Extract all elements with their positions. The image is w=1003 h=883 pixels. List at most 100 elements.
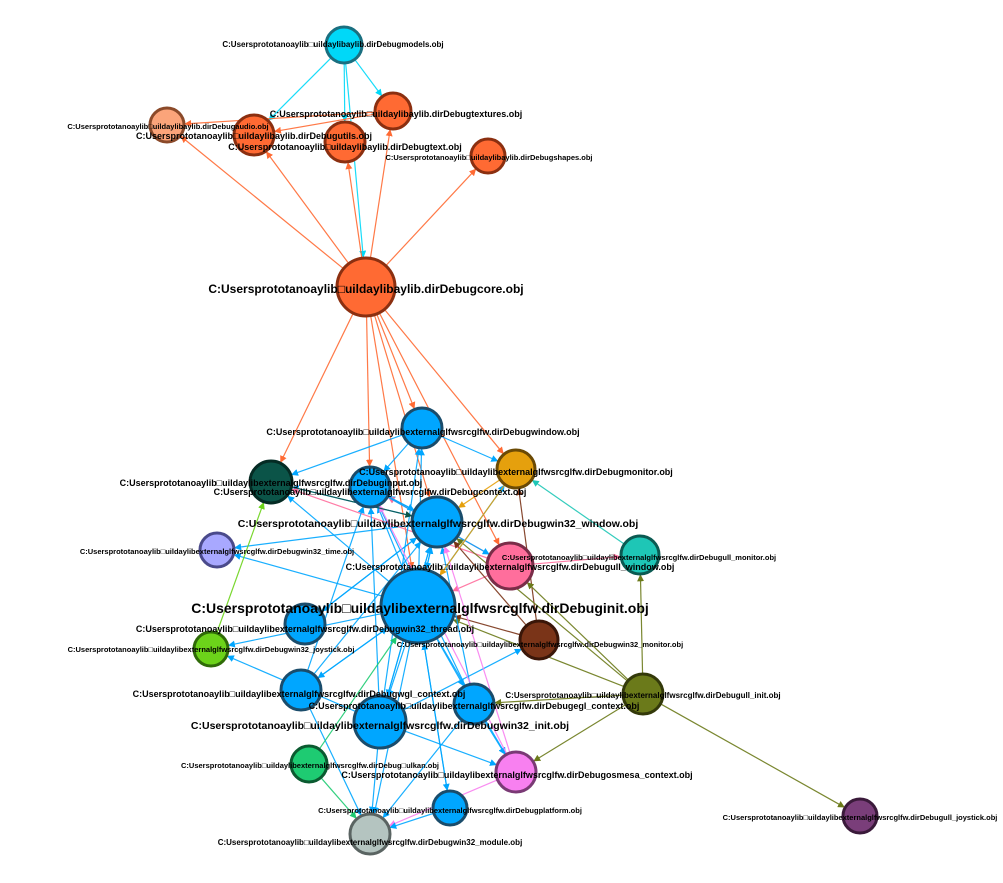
node-label-w32module: C:Usersprototanoaylib□uildaylibexternalg… (218, 838, 523, 847)
node-monitor[interactable] (495, 448, 537, 490)
node-utils[interactable] (232, 113, 276, 157)
node-models[interactable] (324, 25, 364, 65)
edge-eglcontext-to-osmesa (483, 720, 506, 755)
node-label-osmesa: C:Usersprototanoaylib□uildaylibexternalg… (341, 770, 692, 780)
edge-core-to-window (376, 313, 416, 410)
edge-wglcontext-to-w32window (313, 541, 422, 675)
node-label-eglcontext: C:Usersprototanoaylib□uildaylibexternalg… (309, 701, 640, 711)
edge-nullinit-to-nullwindow (526, 582, 630, 681)
node-label-models: C:Usersprototanoaylib□uildaylibaylib.dir… (222, 40, 443, 49)
node-w32time[interactable] (198, 531, 236, 569)
edge-textures-to-utils (274, 113, 376, 134)
edge-models-to-text (341, 62, 349, 122)
node-label-w32window: C:Usersprototanoaylib□uildaylibexternalg… (238, 518, 639, 530)
edge-nullinit-to-nullmonitor (637, 574, 645, 675)
edge-wglcontext-to-w32module (309, 707, 362, 816)
label-layer: C:Usersprototanoaylib□uildaylibaylib.dir… (67, 40, 997, 847)
edge-window-to-monitor (440, 435, 499, 462)
node-window[interactable] (400, 406, 444, 450)
node-label-w32time: C:Usersprototanoaylib□uildaylibexternalg… (80, 547, 354, 556)
node-init[interactable] (379, 567, 457, 645)
edge-layer (180, 57, 845, 829)
edge-platform-to-init (421, 642, 448, 792)
edge-init-to-w32time (233, 553, 383, 597)
node-nullwindow[interactable] (485, 541, 535, 591)
node-input[interactable] (248, 459, 294, 505)
edge-core-to-text (345, 162, 363, 259)
node-label-platform: C:Usersprototanoaylib□uildaylibexternalg… (318, 806, 582, 815)
node-text[interactable] (323, 120, 367, 164)
node-label-nullwindow: C:Usersprototanoaylib□uildaylibexternalg… (346, 562, 675, 572)
node-label-init: C:Usersprototanoaylib□uildaylibexternalg… (191, 600, 649, 616)
node-label-vulkan: C:Usersprototanoaylib□uildaylibexternalg… (181, 761, 439, 770)
node-textures[interactable] (373, 91, 413, 131)
edge-w32init-to-osmesa (404, 730, 497, 766)
node-w32thread[interactable] (283, 602, 327, 646)
node-w32module[interactable] (348, 812, 392, 856)
node-label-input: C:Usersprototanoaylib□uildaylibexternalg… (120, 478, 423, 488)
node-audio[interactable] (148, 106, 186, 144)
edge-nullinit-to-nulljoystick (660, 703, 845, 808)
node-eglcontext[interactable] (452, 682, 496, 726)
edge-monitor-to-init (439, 484, 506, 576)
node-label-nullmonitor: C:Usersprototanoaylib□uildaylibexternalg… (502, 553, 776, 562)
node-context[interactable] (348, 465, 392, 509)
node-platform[interactable] (431, 789, 469, 827)
edge-core-to-textures (369, 129, 393, 259)
node-label-textures: C:Usersprototanoaylib□uildaylibaylib.dir… (270, 109, 522, 119)
edge-nullinit-to-osmesa (533, 703, 627, 762)
edge-nullmonitor-to-monitor (531, 479, 625, 545)
node-nulljoystick[interactable] (841, 797, 879, 835)
edge-vulkan-to-w32module (320, 777, 357, 819)
node-w32window[interactable] (410, 495, 464, 549)
node-layer (148, 25, 879, 856)
edge-textures-to-audio (184, 111, 376, 127)
edge-w32window-to-w32time (234, 524, 413, 551)
edge-wglcontext-to-context (306, 506, 365, 672)
node-label-context: C:Usersprototanoaylib□uildaylibexternalg… (214, 487, 527, 497)
edge-init-to-w32init (387, 640, 408, 698)
node-nullinit[interactable] (621, 672, 665, 716)
edge-models-to-utils (268, 57, 332, 121)
node-label-utils: C:Usersprototanoaylib□uildaylibaylib.dir… (136, 131, 372, 141)
edge-eglcontext-to-w32module (382, 719, 462, 819)
edge-monitor-to-w32window (458, 479, 501, 509)
edge-vulkan-to-init (318, 636, 397, 750)
edge-osmesa-to-w32window (443, 546, 511, 754)
edge-init-to-input (287, 495, 391, 583)
node-label-w32init: C:Usersprototanoaylib□uildaylibexternalg… (191, 720, 569, 732)
edge-models-to-textures (354, 59, 383, 97)
edge-core-to-monitor (383, 308, 504, 455)
edge-eglcontext-to-w32window (440, 546, 471, 685)
edge-nullinit-to-eglcontext (494, 694, 624, 706)
node-core[interactable] (335, 256, 397, 318)
node-wglcontext[interactable] (279, 668, 323, 712)
node-label-w32joystick: C:Usersprototanoaylib□uildaylibexternalg… (68, 645, 355, 654)
node-w32joystick[interactable] (192, 630, 230, 668)
node-osmesa[interactable] (494, 750, 538, 794)
edge-init-to-eglcontext (435, 637, 465, 687)
node-label-text: C:Usersprototanoaylib□uildaylibaylib.dir… (228, 142, 461, 152)
node-shapes[interactable] (469, 137, 507, 175)
edge-wglcontext-to-init (316, 627, 388, 679)
edge-w32joystick-to-input (216, 502, 265, 634)
edge-input-to-w32window (291, 486, 413, 518)
edge-core-to-utils (265, 151, 350, 265)
node-label-wglcontext: C:Usersprototanoaylib□uildaylibexternalg… (133, 689, 466, 699)
node-label-shapes: C:Usersprototanoaylib□uildaylibaylib.dir… (385, 153, 592, 162)
node-vulkan[interactable] (289, 744, 329, 784)
edge-context-to-w32window (387, 495, 415, 511)
edge-core-to-audio (180, 135, 344, 270)
node-w32init[interactable] (352, 694, 408, 750)
node-nullmonitor[interactable] (619, 534, 661, 576)
edge-w32monitor-to-init (453, 614, 521, 636)
node-label-window: C:Usersprototanoaylib□uildaylibexternalg… (266, 427, 579, 437)
edge-w32monitor-to-w32window (453, 541, 528, 627)
node-label-w32thread: C:Usersprototanoaylib□uildaylibexternalg… (136, 624, 474, 634)
node-w32monitor[interactable] (518, 619, 560, 661)
node-label-monitor: C:Usersprototanoaylib□uildaylibexternalg… (359, 467, 673, 477)
node-label-audio: C:Usersprototanoaylib□uildaylibaylib.dir… (67, 122, 268, 131)
node-label-nullinit: C:Usersprototanoaylib□uildaylibexternalg… (505, 691, 780, 700)
edge-window-to-context (383, 442, 410, 472)
